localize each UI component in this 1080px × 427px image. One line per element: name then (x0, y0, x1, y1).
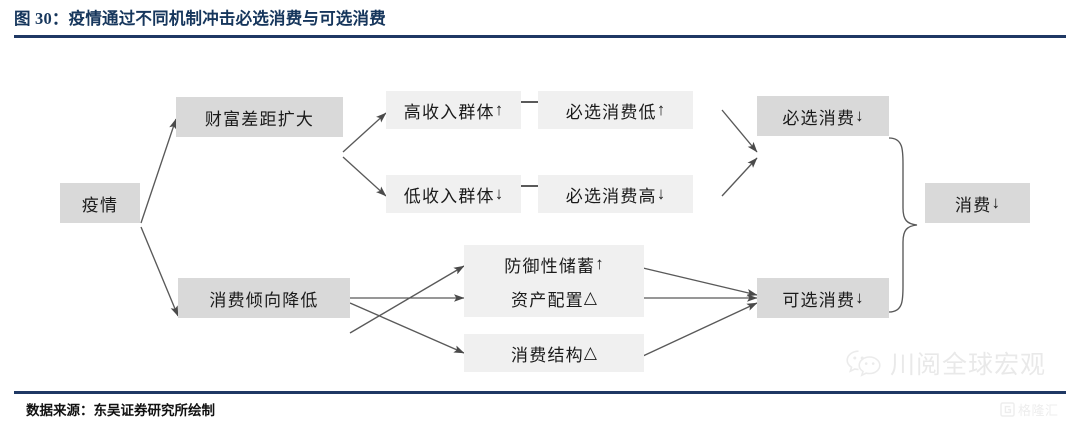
node-discretionary-consumption-label: 可选消费 (782, 290, 856, 310)
node-consumption-total-label: 消费 (955, 195, 992, 215)
node-high-income[interactable]: 高收入群体↑ (386, 91, 521, 129)
node-essential-consumption-label: 必选消费 (782, 108, 856, 128)
node-low-income-label: 低收入群体 (403, 186, 495, 206)
node-essential-high-down-arrow-icon: ↓ (656, 184, 666, 203)
figure-title-bar: 图 30：疫情通过不同机制冲击必选消费与可选消费 (14, 6, 1066, 36)
footer-divider (14, 391, 1066, 394)
node-propensity-down[interactable]: 消费倾向降低 (178, 278, 350, 318)
node-wealth-gap-label: 财富差距扩大 (204, 109, 315, 129)
node-asset-allocation-label: 资产配置 (511, 290, 584, 310)
node-consumption-total-down-arrow-icon: ↓ (991, 193, 1000, 212)
edge-layer (140, 109, 918, 357)
edge-epidemic-to-wealth-gap (140, 118, 177, 224)
node-essential-low[interactable]: 必选消费低↑ (538, 91, 693, 129)
edge-wealthgap-to-low-income (342, 156, 387, 197)
dash-high-income-to-essential-low (519, 101, 539, 103)
dash-low-income-to-essential-high (519, 185, 539, 187)
node-high-income-up-arrow-icon: ↑ (494, 100, 504, 119)
brand-watermark: 格隆汇 (1000, 400, 1059, 419)
node-essential-consumption[interactable]: 必选消费↓ (757, 96, 889, 136)
gelonghui-logo-icon (1000, 402, 1015, 417)
node-precautionary-saving-label: 防御性储蓄 (504, 256, 596, 276)
node-epidemic[interactable]: 疫情 (60, 183, 140, 223)
node-consumption-structure-triangle-icon: △ (583, 343, 597, 362)
node-low-income[interactable]: 低收入群体↓ (386, 175, 521, 213)
node-consumption-total[interactable]: 消费↓ (925, 183, 1030, 223)
edge-structure-to-discretionary (642, 302, 758, 357)
source-note: 数据来源：东吴证券研究所绘制 (26, 403, 215, 418)
node-consumption-structure[interactable]: 消费结构△ (464, 334, 644, 372)
edge-saving-to-discretionary (642, 267, 758, 297)
node-essential-low-label: 必选消费低 (565, 102, 657, 122)
node-asset-allocation-triangle-icon: △ (583, 288, 597, 307)
node-discretionary-consumption[interactable]: 可选消费↓ (757, 278, 889, 318)
node-wealth-gap[interactable]: 财富差距扩大 (176, 97, 343, 137)
brand-watermark-text: 格隆汇 (1018, 403, 1059, 418)
edge-propensity-to-structure (349, 302, 465, 354)
node-high-income-label: 高收入群体 (403, 102, 495, 122)
brace-to-consumption (888, 137, 918, 313)
node-essential-high-label: 必选消费高 (565, 186, 657, 206)
flow-diagram: 疫情 财富差距扩大 高收入群体↑ 低收入群体↓ 必选消费低↑ 必选消费高↓ 必选… (0, 38, 1080, 390)
edge-essential-low-to-total (721, 109, 758, 153)
node-asset-allocation[interactable]: 资产配置△ (464, 279, 644, 317)
edge-wealthgap-to-high-income (342, 112, 387, 153)
node-essential-consumption-down-arrow-icon: ↓ (855, 106, 864, 125)
title-divider (14, 35, 1066, 38)
node-essential-low-up-arrow-icon: ↑ (656, 100, 666, 119)
edge-epidemic-to-propensity (140, 226, 179, 317)
node-propensity-down-label: 消费倾向降低 (209, 290, 319, 310)
node-precautionary-saving[interactable]: 防御性储蓄↑ (464, 245, 644, 283)
node-precautionary-saving-up-arrow-icon: ↑ (595, 254, 604, 273)
page-title: 图 30：疫情通过不同机制冲击必选消费与可选消费 (14, 9, 386, 28)
edge-propensity-to-saving (349, 265, 465, 334)
node-low-income-down-arrow-icon: ↓ (494, 184, 504, 203)
node-essential-high[interactable]: 必选消费高↓ (538, 175, 693, 213)
node-consumption-structure-label: 消费结构 (511, 345, 584, 365)
edge-essential-high-to-total (721, 157, 758, 197)
node-epidemic-label: 疫情 (81, 195, 119, 215)
node-discretionary-consumption-down-arrow-icon: ↓ (855, 288, 864, 307)
